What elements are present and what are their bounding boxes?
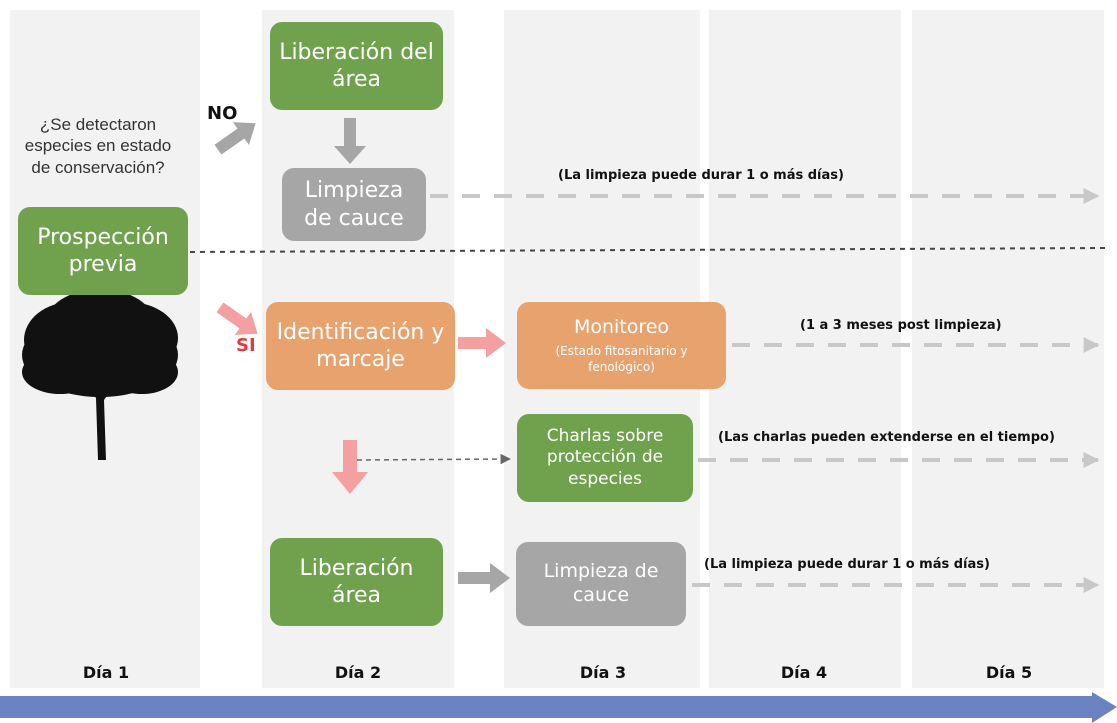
day-column-4 xyxy=(709,10,901,688)
box-limpieza-cauce-top: Limpieza de cauce xyxy=(282,168,426,241)
box-liberacion-area-bottom: Liberación área xyxy=(270,538,443,626)
box-charlas: Charlas sobre protección de especies xyxy=(517,414,693,502)
day-label-4: Día 4 xyxy=(780,663,828,682)
day-label-5: Día 5 xyxy=(985,663,1033,682)
monitoreo-subtitle: (Estado fitosanitario y fenológico) xyxy=(555,343,688,374)
decision-si-label: SI xyxy=(236,335,256,356)
note-monitoreo: (1 a 3 meses post limpieza) xyxy=(800,318,1002,333)
box-prospeccion-previa: Prospección previa xyxy=(18,207,188,295)
note-charlas: (Las charlas pueden extenderse en el tie… xyxy=(718,430,1055,445)
box-liberacion-area-top: Liberación del área xyxy=(270,22,443,110)
day-label-2: Día 2 xyxy=(334,663,382,682)
timeline-arrow xyxy=(0,692,1117,723)
arrow-identificacion-monitoreo xyxy=(458,328,506,358)
separator-line xyxy=(189,247,1109,253)
day-column-5 xyxy=(912,10,1104,688)
arrow-to-charlas xyxy=(356,453,512,465)
box-monitoreo: Monitoreo (Estado fitosanitario y fenoló… xyxy=(517,302,726,389)
note-limpieza-top: (La limpieza puede durar 1 o más días) xyxy=(558,168,844,183)
down-arrow-salmon xyxy=(332,440,368,494)
day-label-1: Día 1 xyxy=(82,663,130,682)
no-arrow xyxy=(214,122,256,155)
arrow-liberacion-limpieza xyxy=(458,563,510,593)
box-identificacion-marcaje: Identificación y marcaje xyxy=(266,302,455,390)
note-limpieza-bottom: (La limpieza puede durar 1 o más días) xyxy=(704,557,990,572)
decision-no-label: NO xyxy=(207,103,238,124)
down-arrow-top xyxy=(334,118,366,164)
tree-icon xyxy=(22,289,178,460)
si-arrow xyxy=(216,302,258,335)
monitoreo-title: Monitoreo xyxy=(573,315,670,338)
decision-question: ¿Se detectaron especies en estado de con… xyxy=(24,115,172,177)
day-label-3: Día 3 xyxy=(579,663,627,682)
box-limpieza-cauce-bottom: Limpieza de cauce xyxy=(516,542,686,626)
